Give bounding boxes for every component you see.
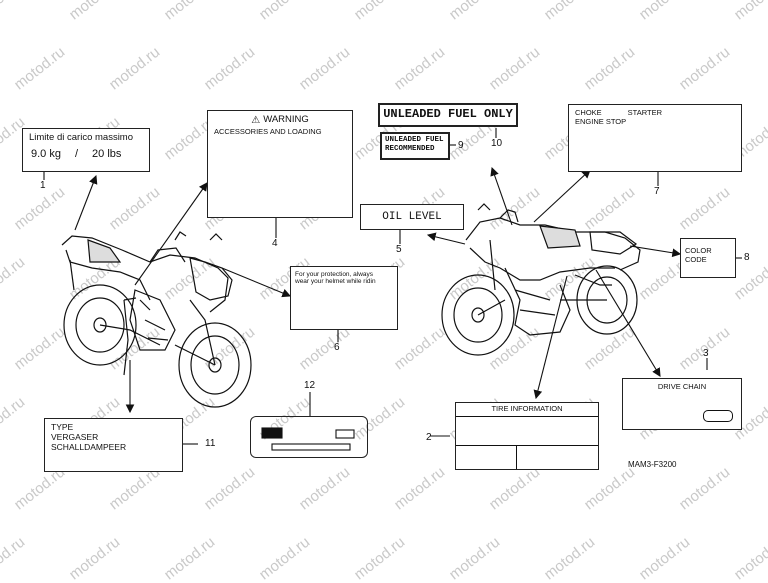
unleaded-fuel-only-text: UNLEADED FUEL ONLY (383, 107, 513, 122)
engine-stop-text: ENGINE STOP (575, 116, 627, 126)
load-limit-kg: 9.0 kg (31, 147, 61, 160)
plate-label-12 (250, 416, 368, 458)
helmet-line2: wear your helmet while ridin (295, 278, 376, 286)
tire-information-title: TIRE INFORMATION (491, 404, 563, 413)
type-vergaser-label: TYPE VERGASER SCHALLDAMPEER (44, 418, 183, 472)
callout-3: 3 (703, 348, 709, 359)
color-code-line2: CODE (685, 254, 707, 264)
callout-9: 9 (458, 140, 464, 151)
chain-tool-icon (703, 410, 733, 422)
callout-10: 10 (491, 138, 503, 149)
starter-text: STARTER (627, 108, 662, 117)
right-motorcycle-outline (441, 203, 641, 356)
color-code-label: COLOR CODE (680, 238, 736, 278)
vergaser-text: VERGASER (51, 431, 99, 442)
callout-5: 5 (396, 244, 402, 255)
tire-table-vertical (516, 445, 517, 469)
callout-12: 12 (304, 380, 316, 391)
diagram-code: MAM3-F3200 (628, 460, 677, 469)
helmet-warning-label: For your protection, always wear your he… (290, 266, 398, 330)
plate-12-drawing (261, 427, 355, 451)
helmet-line1: For your protection, always (295, 271, 374, 278)
choke-starter-label: CHOKE STARTER ENGINE STOP (568, 104, 742, 172)
warning-subtitle: ACCESSORIES AND LOADING (214, 126, 322, 136)
unleaded-recommended-line1: UNLEADED FUEL (385, 136, 444, 144)
oil-level-label: OIL LEVEL (360, 204, 464, 230)
load-limit-lbs: 20 lbs (92, 147, 122, 160)
left-motorcycle-outline (61, 231, 252, 408)
warning-triangle-icon: ⚠ (251, 115, 261, 126)
warning-accessories-label: ⚠ WARNING ACCESSORIES AND LOADING (207, 110, 353, 218)
load-limit-label: Limite di carico massimo 9.0 kg / 20 lbs (22, 128, 150, 172)
oil-level-text: OIL LEVEL (382, 210, 442, 223)
color-code-line1: COLOR (685, 246, 712, 255)
unleaded-fuel-only-label: UNLEADED FUEL ONLY (378, 103, 518, 127)
type-text: TYPE (51, 422, 74, 432)
drive-chain-text: DRIVE CHAIN (657, 382, 707, 391)
callout-4: 4 (272, 238, 278, 249)
choke-text: CHOKE (575, 108, 602, 117)
tire-table-divider (456, 445, 598, 446)
load-limit-separator: / (74, 147, 79, 160)
schalldampeer-text: SCHALLDAMPEER (51, 441, 127, 452)
callout-6: 6 (334, 342, 340, 353)
unleaded-recommended-label: UNLEADED FUEL RECOMMENDED (380, 132, 450, 160)
callout-11: 11 (205, 438, 216, 449)
callout-1: 1 (40, 180, 46, 191)
warning-title: WARNING (263, 114, 309, 126)
unleaded-recommended-line2: RECOMMENDED (385, 144, 435, 153)
load-limit-text: Limite di carico massimo (29, 132, 133, 143)
callout-8: 8 (744, 252, 750, 263)
tire-information-label: TIRE INFORMATION (455, 402, 599, 470)
callout-7: 7 (654, 186, 660, 197)
drive-chain-label: DRIVE CHAIN (622, 378, 742, 430)
leader-lines (43, 128, 742, 445)
callout-2: 2 (426, 432, 432, 443)
